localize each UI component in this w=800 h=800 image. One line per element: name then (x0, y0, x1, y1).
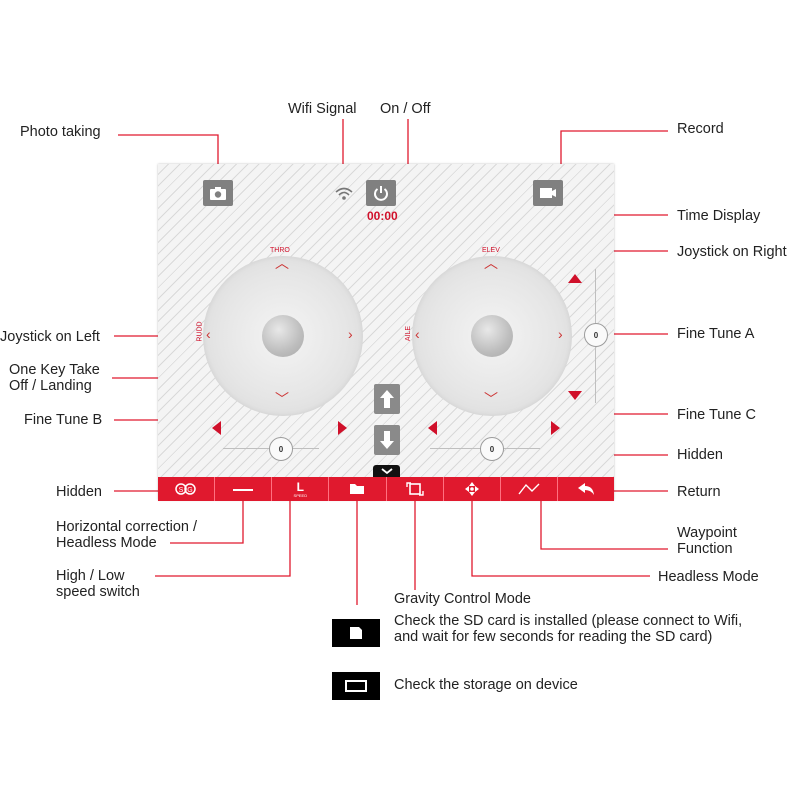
waypoint-icon (518, 483, 540, 495)
power-icon (374, 186, 388, 201)
label-one-key: One Key Take Off / Landing (9, 362, 100, 394)
waypoint-button[interactable] (501, 477, 558, 501)
speed-switch-button[interactable]: L SPEED (272, 477, 330, 501)
label-return: Return (677, 484, 721, 500)
headless-icon (464, 482, 479, 496)
wifi-signal-icon (335, 186, 353, 207)
return-icon (577, 483, 594, 495)
right-joystick-side-label: AILE (405, 325, 413, 342)
left-joystick-top-label: THRO (270, 247, 290, 254)
speed-sublabel: SPEED (293, 492, 308, 498)
control-screen: 00:00 THRO RUDD ︿ ﹀ ‹ › ELEV AILE ︿ ﹀ ‹ … (158, 164, 614, 500)
chevron-down-icon (380, 468, 393, 475)
headless-mode-button[interactable] (444, 477, 501, 501)
folder-icon (350, 484, 365, 494)
sd-card-legend-icon (332, 619, 380, 647)
label-horizontal-correction: Horizontal correction / Headless Mode (56, 519, 198, 551)
right-joystick-right-chevron: › (558, 326, 563, 342)
takeoff-button[interactable] (374, 384, 400, 414)
right-joystick-top-label: ELEV (482, 247, 500, 254)
photo-button[interactable] (203, 180, 233, 206)
storage-icon (345, 680, 367, 692)
left-joystick-knob[interactable] (262, 315, 304, 357)
sd-card-icon (350, 627, 362, 639)
fine-tune-a-down-arrow[interactable] (568, 391, 582, 400)
return-button[interactable] (558, 477, 614, 501)
fine-tune-b-left-arrow[interactable] (212, 421, 221, 435)
horizontal-correction-icon (233, 489, 254, 491)
record-button[interactable] (533, 180, 563, 206)
left-joystick-right-chevron: › (348, 326, 353, 342)
left-joystick-left-chevron: ‹ (206, 326, 211, 342)
left-joystick-down-chevron: ﹀ (275, 391, 289, 407)
label-fine-tune-c: Fine Tune C (677, 407, 756, 423)
fine-tune-b-right-arrow[interactable] (338, 421, 347, 435)
fine-tune-b-knob[interactable]: 0 (269, 437, 293, 461)
right-joystick-down-chevron: ﹀ (484, 391, 498, 407)
label-hidden-right: Hidden (677, 447, 723, 463)
hide-toolbar-tab[interactable] (373, 465, 400, 478)
label-joystick-left: Joystick on Left (0, 329, 100, 345)
left-joystick-side-label: RUDD (196, 321, 204, 342)
label-hidden-left: Hidden (56, 484, 102, 500)
storage-note: Check the storage on device (394, 677, 578, 693)
svg-text:G: G (187, 487, 192, 494)
fine-tune-c-right-arrow[interactable] (551, 421, 560, 435)
label-headless-mode: Headless Mode (658, 569, 759, 585)
right-joystick-up-chevron: ︿ (484, 255, 498, 271)
label-waypoint: Waypoint Function (677, 525, 737, 557)
label-high-low: High / Low speed switch (56, 568, 140, 600)
fine-tune-a-knob[interactable]: 0 (584, 323, 608, 347)
video-record-icon (540, 188, 556, 198)
right-joystick-knob[interactable] (471, 315, 513, 357)
fine-tune-c-left-arrow[interactable] (428, 421, 437, 435)
fine-tune-a-up-arrow[interactable] (568, 274, 582, 283)
gravity-control-button[interactable] (387, 477, 444, 501)
label-fine-tune-a: Fine Tune A (677, 326, 755, 342)
label-joystick-right: Joystick on Right (677, 244, 787, 260)
label-fine-tune-b: Fine Tune B (24, 412, 103, 428)
arrow-down-icon (380, 431, 394, 449)
label-wifi-signal: Wifi Signal (288, 101, 357, 117)
landing-button[interactable] (374, 425, 400, 455)
right-joystick-left-chevron: ‹ (415, 326, 420, 342)
svg-text:S: S (179, 487, 184, 494)
speed-letter: L (296, 479, 304, 494)
folder-button[interactable] (329, 477, 387, 501)
label-gravity-control: Gravity Control Mode (394, 591, 531, 607)
gravity-icon (405, 482, 424, 496)
camera-icon (210, 187, 226, 200)
sd-card-note: Check the SD card is installed (please c… (394, 613, 743, 645)
label-record: Record (677, 121, 724, 137)
storage-legend-icon (332, 672, 380, 700)
label-time-display: Time Display (677, 208, 761, 224)
label-on-off: On / Off (380, 101, 431, 117)
fine-tune-c-knob[interactable]: 0 (480, 437, 504, 461)
left-joystick-up-chevron: ︿ (275, 255, 289, 271)
label-photo-taking: Photo taking (20, 124, 101, 140)
horizontal-correction-button[interactable] (215, 477, 273, 501)
time-display: 00:00 (367, 209, 398, 223)
power-button[interactable] (366, 180, 396, 206)
arrow-up-icon (380, 390, 394, 408)
